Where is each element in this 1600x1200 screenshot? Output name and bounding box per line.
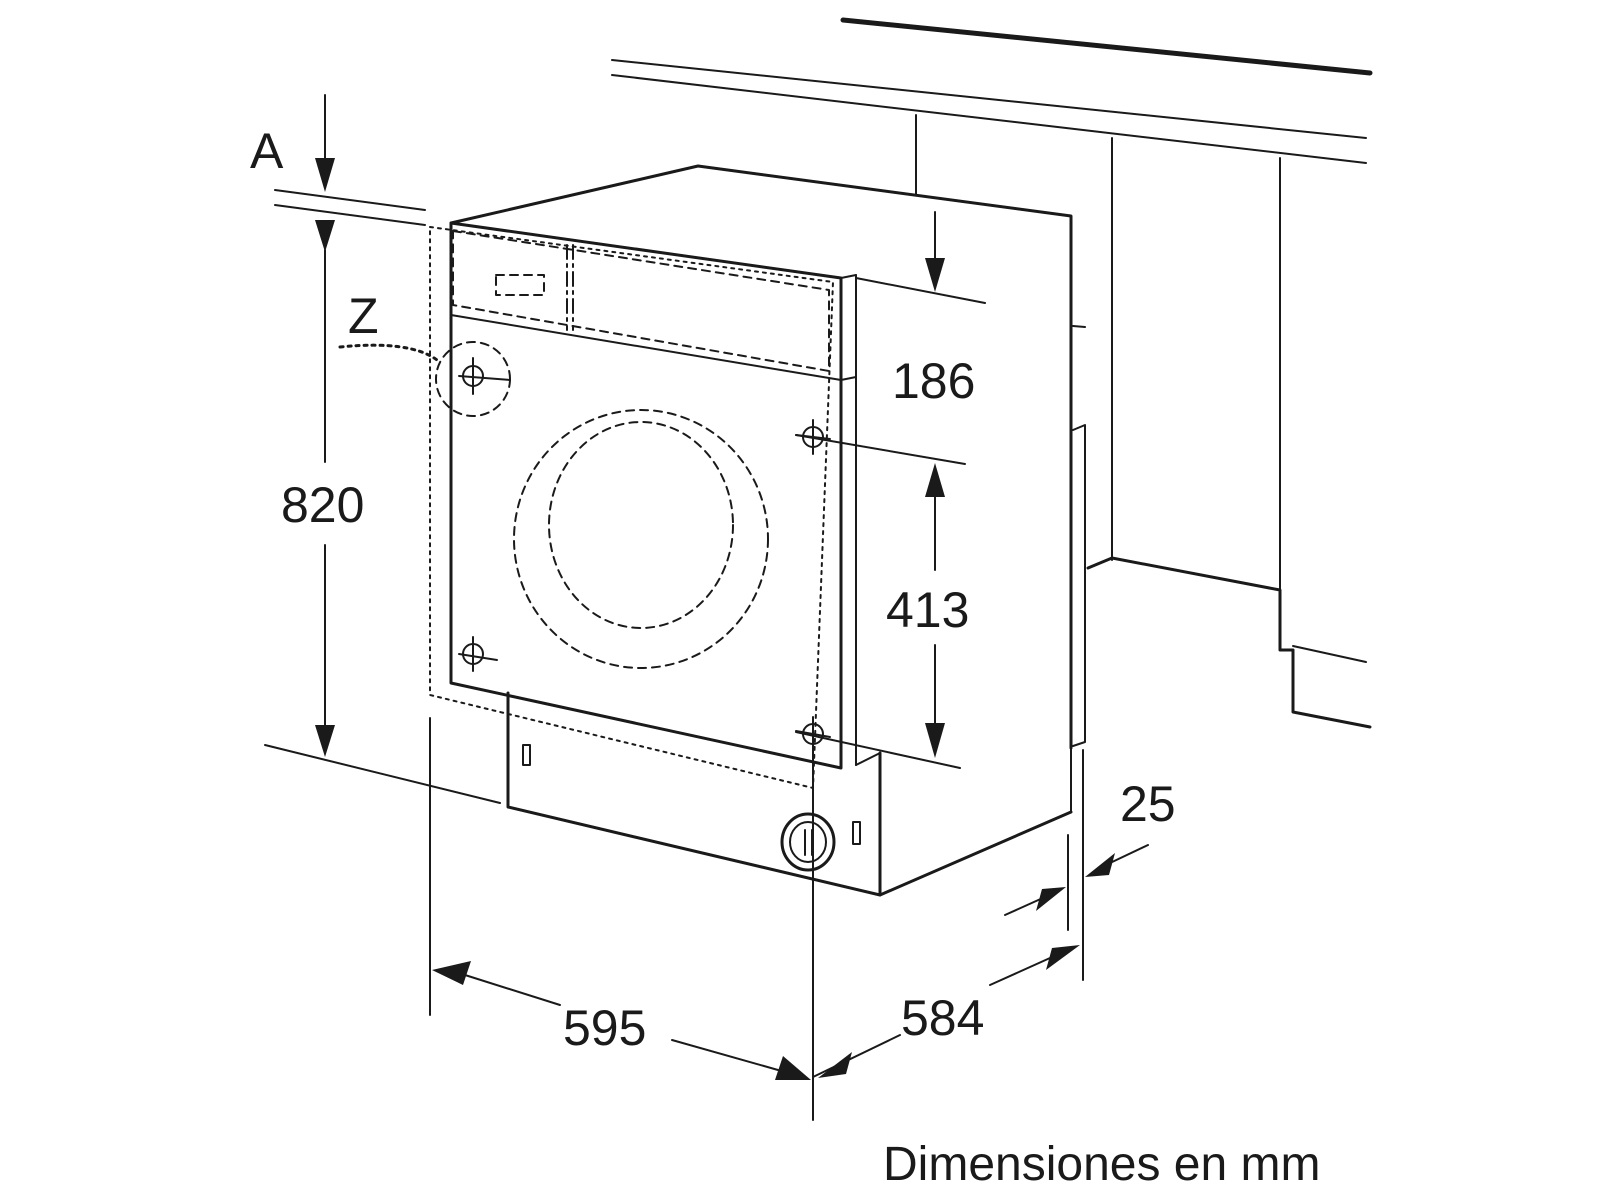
dimension-186: 186 <box>892 353 975 409</box>
label-a: A <box>250 123 284 179</box>
hidden-features <box>429 226 834 789</box>
hinge-markers <box>435 341 831 752</box>
dimension-584: 584 <box>901 990 984 1046</box>
dimension-820: 820 <box>281 477 364 533</box>
door-inner-outline <box>548 421 734 629</box>
dimension-413: 413 <box>886 582 969 638</box>
control-panel-display <box>495 274 545 296</box>
dimension-595: 595 <box>563 1000 646 1056</box>
detail-z-leader <box>338 343 439 362</box>
label-z: Z <box>348 288 379 344</box>
dimension-25: 25 <box>1120 776 1176 832</box>
dimension-lines <box>264 94 1149 1121</box>
niche-outline <box>611 17 1373 747</box>
washing-machine <box>449 164 1073 897</box>
units-caption: Dimensiones en mm <box>883 1138 1320 1191</box>
door-outer-outline <box>513 409 769 669</box>
hinge-crosshair-top-left <box>435 341 511 417</box>
drain-pump-knob <box>780 812 836 872</box>
hinge-crosshair-bottom-left <box>458 636 498 672</box>
